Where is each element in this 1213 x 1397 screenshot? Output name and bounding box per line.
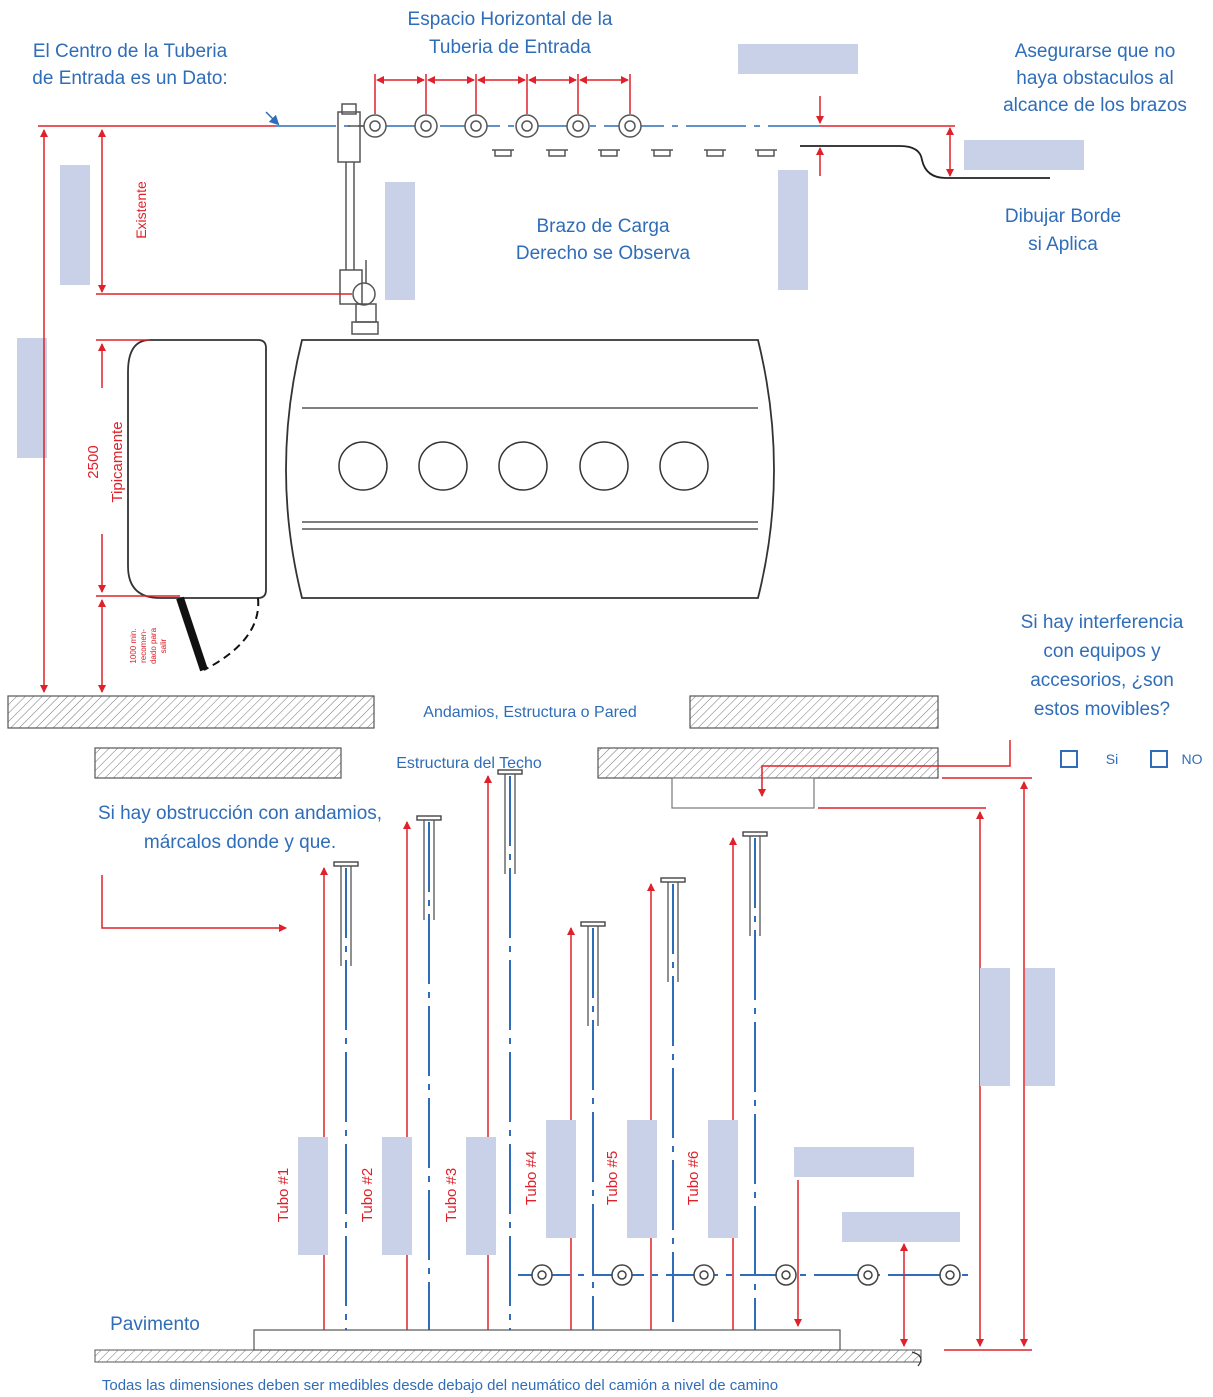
scaffold-left [7,695,375,729]
roof-left [94,747,342,779]
input-box-top-right[interactable] [738,44,858,74]
cab-door [176,596,208,672]
tank-manholes [338,441,709,491]
tube-height-input-box[interactable] [298,1137,328,1255]
tube-height-input-box[interactable] [546,1120,576,1238]
ground-break [911,1351,922,1367]
loading-arm-note-line2: Derecho se Observa [516,243,691,264]
loading-arm-drawing [337,103,379,335]
draw-edge-note-line2: si Aplica [1028,234,1098,255]
center-pipe-note-line2: de Entrada es un Dato: [32,68,227,89]
input-box-arm-drop[interactable] [385,182,415,300]
interference-note-line2: con equipos y [1043,641,1161,662]
obstacles-note-line3: alcance de los brazos [1003,95,1187,116]
obstruction-note-line1: Si hay obstrucción con andamios, [98,803,382,824]
scaffold-label: Andamios, Estructura o Pared [423,704,636,721]
horizontal-space-title-line2: Tuberia de Entrada [429,37,591,58]
interference-note-line4: estos movibles? [1034,699,1170,720]
tube-flange [742,831,768,837]
tube-label: Tubo #3 [443,1168,460,1223]
movable-yes-checkbox[interactable] [1060,750,1078,768]
footer-note: Todas las dimensiones deben ser medibles… [102,1377,778,1394]
interference-note-line3: accesorios, ¿son [1030,670,1174,691]
tube-flange [497,769,523,775]
scaffold-right [689,695,939,729]
input-box-roof-clearance[interactable] [980,968,1010,1086]
typical-label: Tipicamente [109,421,126,502]
tube-label: Tubo #1 [275,1168,292,1223]
obstacles-note-line1: Asegurarse que no [1015,41,1176,62]
pipe-supports [492,149,777,157]
roof-label: Estructura del Techo [396,755,542,772]
loading-arm-note-line1: Brazo de Carga [536,216,670,237]
horizontal-space-title-line1: Espacio Horizontal de la [408,9,613,30]
input-box-edge-height[interactable] [964,140,1084,170]
edge-profile [800,145,1050,179]
roof-obstruction [671,777,815,809]
tube-flange [416,815,442,821]
tube-height-input-box[interactable] [382,1137,412,1255]
inlet-pipe-flanges [363,114,642,138]
tube-height-input-box[interactable] [708,1120,738,1238]
tube-label: Tubo #5 [604,1151,621,1206]
roof-right [597,747,939,779]
exit-note-line4: salir [159,638,168,653]
tube-flange [580,921,606,927]
obstruction-note-line2: márcalos donde y que. [144,832,336,853]
road-platform [253,1329,841,1351]
tube-flange [660,877,686,883]
input-box-inlet-height[interactable] [842,1212,960,1242]
tube-height-input-box[interactable] [466,1137,496,1255]
obstacles-note-line2: haya obstaculos al [1016,68,1173,89]
no-label: NO [1182,751,1203,767]
tube-label: Tubo #4 [523,1151,540,1206]
obstruction-pointer [101,875,287,932]
exit-note-line3: dado para [149,627,158,664]
exit-note-line1: 1000 min. [129,628,138,663]
pavement-label: Pavimento [110,1314,200,1335]
input-box-existing-height[interactable] [60,165,90,285]
tube-label: Tubo #2 [359,1168,376,1223]
input-box-ceiling-clearance[interactable] [1025,968,1055,1086]
tube-height-input-box[interactable] [627,1120,657,1238]
draw-edge-note-line1: Dibujar Borde [1005,206,1121,227]
tubes-layer: Tubo #1 Tubo #2 Tubo #3 Tubo #4 Tubo #5 Tubo … [275,769,768,1345]
horizontal-spacing-dimension [374,74,631,114]
existing-label: Existente [133,181,149,239]
truck-cab [127,339,267,599]
door-swing-arc [203,597,260,671]
pavement-ground [94,1349,922,1363]
typical-value: 2500 [85,445,102,478]
input-box-platform-height[interactable] [794,1147,914,1177]
input-box-total-height[interactable] [17,338,47,458]
center-pipe-pointer-arrow [265,111,280,126]
yes-label: Si [1106,751,1118,767]
input-box-arm-reach[interactable] [778,170,808,290]
tube-label: Tubo #6 [685,1151,702,1206]
movable-no-checkbox[interactable] [1150,750,1168,768]
interference-pointer [758,740,1011,797]
center-pipe-note-line1: El Centro de la Tuberia [33,41,228,62]
tube-flange [333,861,359,867]
interference-note-line1: Si hay interferencia [1021,612,1184,633]
exit-note-line2: recomen- [139,629,148,663]
inlet-pipe-front-flanges [531,1264,961,1286]
